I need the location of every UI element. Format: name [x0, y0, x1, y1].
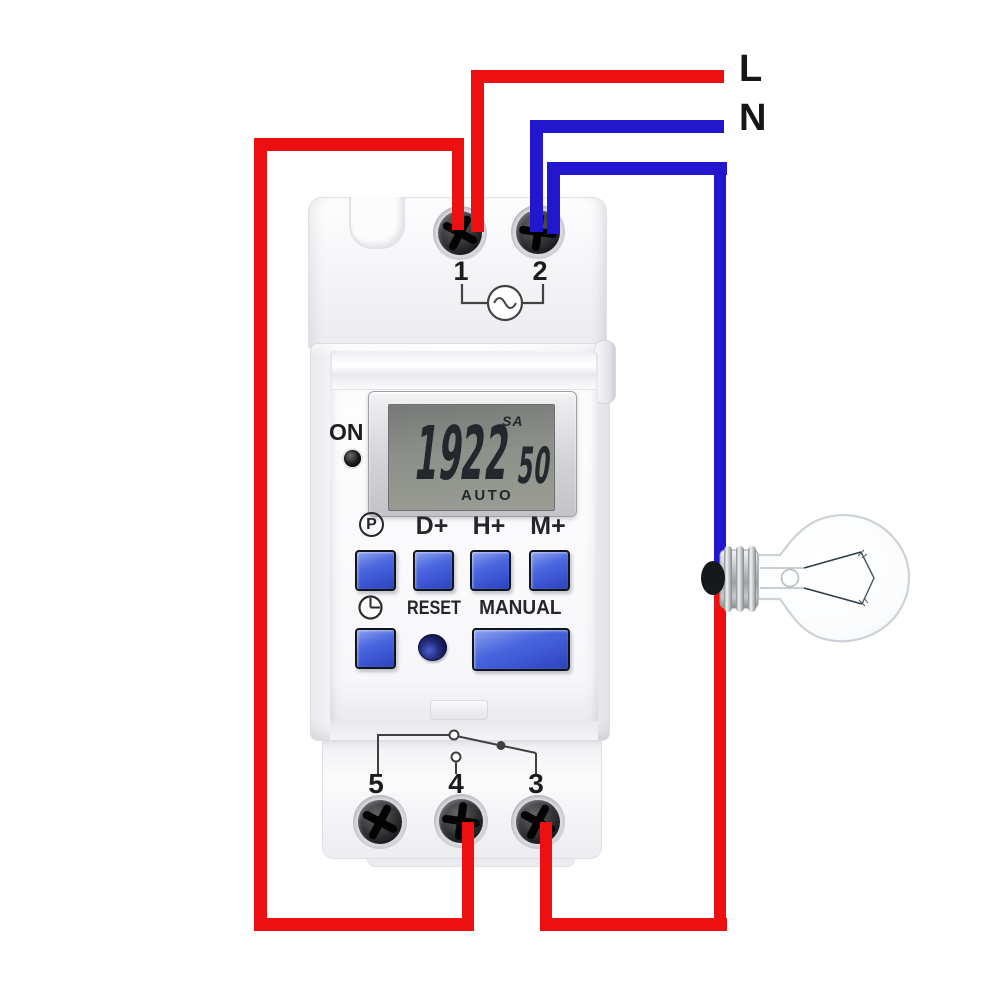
clock-icon — [357, 594, 384, 626]
neutral-wire-to-terminal-2 — [530, 120, 543, 232]
program-label: P — [366, 516, 377, 533]
minute-plus-label: M+ — [530, 512, 566, 540]
load-wire-bottom-horizontal — [540, 918, 727, 931]
light-bulb — [698, 500, 918, 655]
loop-wire-left-vertical — [254, 138, 267, 931]
loop-wire-from-terminal-1 — [452, 138, 464, 230]
terminal-4-label: 4 — [448, 768, 464, 799]
relay-contact-diagram-icon — [370, 726, 550, 783]
terminal-5-screw — [353, 795, 407, 849]
loop-wire-to-terminal-4 — [462, 822, 474, 931]
load-wire-from-terminal-3 — [540, 822, 552, 931]
reset-button[interactable] — [418, 634, 447, 661]
reset-label: RESET — [407, 598, 461, 619]
day-plus-button[interactable] — [413, 550, 454, 591]
terminal-1-label: 1 — [453, 256, 469, 286]
program-button[interactable] — [355, 550, 396, 591]
loop-wire-bottom-horizontal — [254, 918, 474, 931]
program-circled-p-icon: P — [359, 512, 384, 537]
terminal-4-screw — [434, 794, 488, 848]
neutral-line-label: N — [739, 97, 767, 139]
loop-wire-top-horizontal — [254, 138, 464, 151]
screw-icon — [358, 800, 402, 844]
minute-plus-button[interactable] — [529, 550, 570, 591]
on-indicator-label: ON — [329, 419, 364, 445]
live-wire-to-terminal-1 — [471, 70, 484, 232]
live-wire-horizontal — [471, 70, 724, 83]
terminal-2-label: 2 — [532, 256, 548, 286]
load-wire-to-bulb — [714, 592, 726, 931]
screw-icon — [516, 800, 560, 844]
lcd-screen: SA 19 22 50 AUTO — [388, 404, 555, 511]
power-led-indicator — [344, 450, 361, 467]
manual-button[interactable] — [472, 628, 570, 671]
lcd-day-of-week: SA — [502, 413, 524, 429]
day-plus-label: D+ — [415, 512, 449, 540]
neutral-branch-to-terminal-2 — [547, 162, 560, 234]
manual-label: MANUAL — [479, 597, 562, 619]
ac-source-icon — [445, 283, 565, 328]
terminal-5-label: 5 — [368, 768, 384, 799]
hour-plus-label: H+ — [472, 512, 506, 540]
neutral-branch-horizontal — [547, 162, 727, 175]
lcd-minutes-digits: 22 — [456, 411, 515, 497]
terminal-3-screw — [511, 795, 565, 849]
hour-plus-button[interactable] — [470, 550, 511, 591]
din-rail-slot — [349, 197, 405, 249]
live-line-label: L — [739, 48, 763, 90]
timer-set-button[interactable] — [355, 628, 396, 669]
terminal-3-label: 3 — [528, 768, 544, 799]
lcd-mode-label: AUTO — [461, 487, 514, 504]
neutral-wire-horizontal — [530, 120, 724, 133]
screw-icon — [439, 799, 483, 843]
clear-cover-edge — [332, 353, 596, 390]
neutral-wire-to-bulb — [714, 162, 726, 572]
cover-latch-tab — [430, 700, 488, 720]
lcd-seconds-digits: 50 — [514, 437, 555, 495]
